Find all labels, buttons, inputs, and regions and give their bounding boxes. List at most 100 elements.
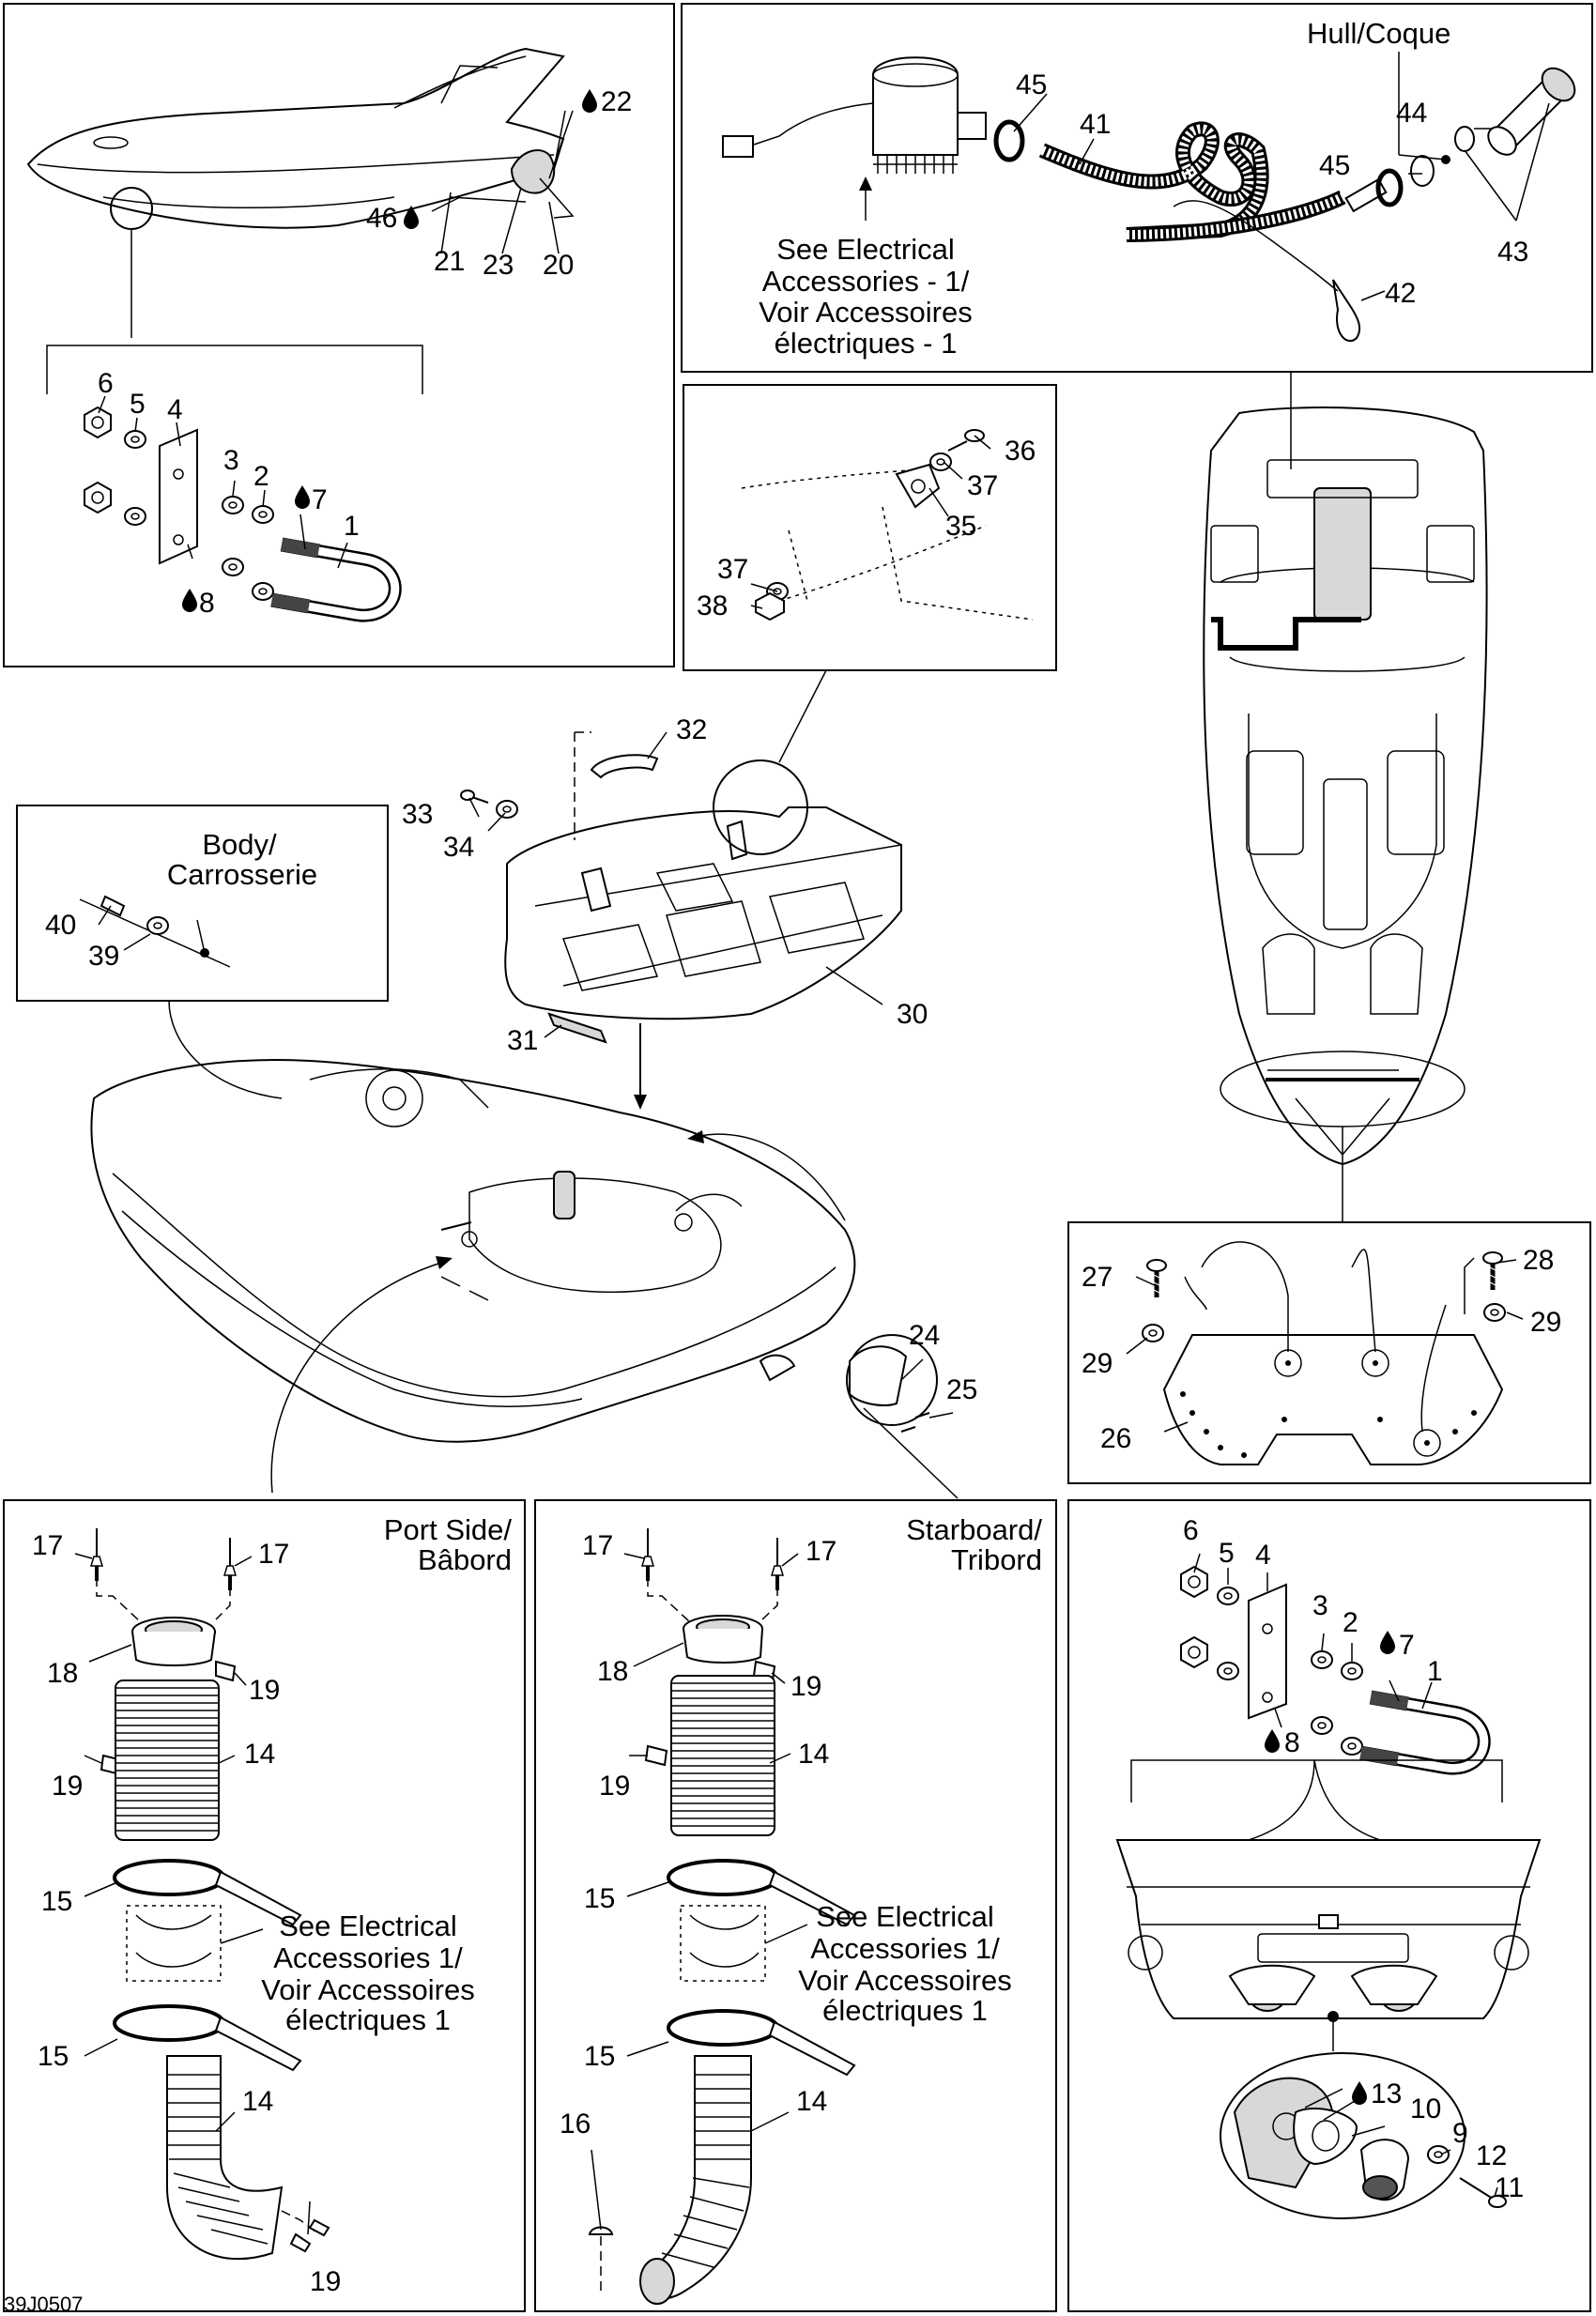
panel-bilge-pump: [681, 3, 1593, 373]
cable-section-starboard: [680, 1905, 766, 1982]
label-see-elec-stbd-4: électriques 1: [822, 1994, 988, 2027]
callout-leaders: [74, 52, 1550, 2235]
label-see-elec-port-4: électriques 1: [285, 2003, 451, 2036]
hull-top-view: [1203, 406, 1488, 1166]
floor-panel-30: [504, 759, 902, 1020]
callout-21: 21: [434, 246, 465, 277]
callout-14-port-a: 14: [244, 1739, 275, 1770]
callout-4: 4: [167, 394, 183, 425]
callout-5: 5: [130, 389, 146, 420]
panel-port-side: [3, 1499, 526, 2312]
oil-drop-icon: [582, 89, 597, 113]
bilge-hose-41: [1038, 121, 1388, 242]
part-32-handle: [590, 754, 659, 779]
label-see-elec-stbd-2: Accessories 1/: [810, 1932, 1000, 1965]
callout-46: 46: [366, 203, 397, 234]
label-see-elec-port-2: Accessories 1/: [273, 1941, 463, 1974]
cable-tie-42: [1332, 279, 1361, 343]
callout-40: 40: [45, 910, 76, 941]
callout-24: 24: [909, 1320, 940, 1351]
panel-body-39-40: [16, 805, 389, 1002]
zoom-bracket-panel1: [46, 345, 423, 394]
label-body-1: Body/: [202, 828, 277, 861]
callout-45-left: 45: [1016, 69, 1047, 100]
callout-19-port-a: 19: [249, 1675, 280, 1706]
boat-side-view: [26, 47, 575, 230]
arrow-head-bow: [687, 1130, 704, 1143]
panel-drain-plug-rear: [3, 3, 675, 667]
oil-drop-icon: [404, 206, 419, 229]
callout-6: 6: [98, 368, 114, 399]
callout-35: 35: [945, 511, 976, 542]
callout-22: 22: [601, 86, 632, 117]
label-port-1: Port Side/: [384, 1513, 513, 1546]
arrow-to-bow: [698, 1133, 846, 1221]
callout-17-port-right: 17: [258, 1539, 289, 1570]
callout-19-port-c: 19: [310, 2266, 341, 2297]
fitting-43-44: [1410, 67, 1576, 187]
rear-panel-26: [1162, 1241, 1504, 1465]
callout-32: 32: [676, 714, 707, 745]
callout-38: 38: [697, 591, 728, 621]
callout-16: 16: [560, 2109, 591, 2140]
callout-1: 1: [344, 511, 360, 542]
callout-26: 26: [1100, 1423, 1131, 1454]
label-see-elec-top-2: Accessories - 1/: [762, 265, 970, 298]
detail-35-38-drawing: [741, 429, 1034, 621]
ubolt-assembly-transom: [1180, 1566, 1490, 1780]
callout-45-right: 45: [1319, 150, 1350, 181]
screw-33-washer-34: [460, 790, 518, 819]
panel-transom-drain: [1067, 1499, 1591, 2312]
callout-4-transom: 4: [1255, 1540, 1271, 1571]
arrow-up-see-elec: [859, 176, 872, 191]
callout-19-stbd-a: 19: [790, 1671, 821, 1702]
arrow-head-port: [436, 1256, 453, 1269]
callout-14-stbd-a: 14: [798, 1739, 829, 1770]
screws-27-28-washers-29: [1142, 1252, 1506, 1342]
callout-15-stbd-a: 15: [584, 1883, 615, 1914]
callout-31: 31: [507, 1025, 538, 1056]
callout-15-port-b: 15: [38, 2041, 69, 2072]
callout-14-stbd-b: 14: [796, 2086, 827, 2117]
callout-23: 23: [483, 250, 514, 281]
leader-transom-split: [1248, 1759, 1381, 1841]
panel-detail-35-38: [683, 384, 1057, 671]
part-31-strip: [547, 1012, 607, 1044]
oil-drop-icon: [1352, 2081, 1367, 2105]
hose-clamps-45: [993, 119, 1404, 207]
callout-19-port-b: 19: [52, 1771, 83, 1802]
callout-43: 43: [1497, 237, 1528, 268]
bilge-pump: [722, 56, 987, 174]
callout-15-stbd-b: 15: [584, 2041, 615, 2072]
arrow-port-to-boat: [270, 1262, 442, 1494]
arrow-head-floor: [634, 1095, 647, 1110]
callout-5-transom: 5: [1219, 1538, 1235, 1569]
callout-17-stbd-left: 17: [582, 1530, 613, 1561]
callout-9: 9: [1452, 2118, 1468, 2149]
leader-starboard-to-boat: [863, 1407, 959, 1499]
callout-7-transom: 7: [1399, 1630, 1415, 1661]
callout-12: 12: [1476, 2140, 1507, 2171]
label-port-2: Bâbord: [418, 1543, 512, 1576]
callout-17-stbd-right: 17: [806, 1536, 836, 1567]
ubolt-assembly-rear: [84, 406, 401, 627]
callout-3-transom: 3: [1312, 1590, 1328, 1621]
leader-body-to-boat: [168, 1000, 283, 1099]
zoom-bracket-transom: [1130, 1759, 1503, 1802]
callout-14-port-b: 14: [242, 2086, 273, 2117]
callout-27: 27: [1082, 1262, 1113, 1293]
callout-6-transom: 6: [1183, 1515, 1199, 1546]
callout-15-port-a: 15: [41, 1886, 72, 1917]
callout-41: 41: [1080, 109, 1111, 140]
callout-17-port-left: 17: [32, 1530, 63, 1561]
drawing-number: 39J0507: [4, 2293, 83, 2316]
callout-1-transom: 1: [1427, 1656, 1443, 1687]
arrow-hose-route: [1173, 200, 1339, 292]
callout-29-right: 29: [1530, 1307, 1561, 1338]
panel-starboard-side: [534, 1499, 1057, 2312]
oil-drop-icon: [1380, 1631, 1395, 1654]
callout-2-transom: 2: [1343, 1607, 1358, 1638]
callout-37-top: 37: [967, 470, 998, 501]
label-see-elec-port-1: See Electrical: [279, 1910, 457, 1942]
